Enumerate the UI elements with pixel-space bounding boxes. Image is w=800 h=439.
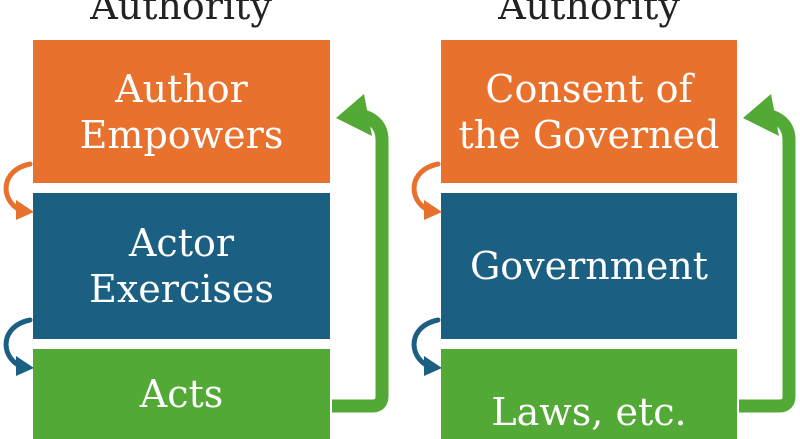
box-actor-exercises-label: Actor Exercises: [89, 221, 274, 311]
box-author-empowers-label: Author Empowers: [79, 66, 284, 157]
box-laws-etc-label: Laws, etc.: [491, 390, 687, 434]
box-acts: Acts: [33, 349, 330, 439]
box-government-label: Government: [469, 244, 709, 288]
left-green-return-arrow: [332, 94, 389, 413]
box-acts-label: Acts: [139, 372, 224, 416]
box-consent-governed: Consent of the Governed: [441, 40, 737, 183]
right-blue-curve-arrow: [411, 317, 442, 376]
left-heading: Authority: [90, 0, 272, 28]
box-laws-etc: Laws, etc.: [441, 349, 737, 439]
box-consent-governed-label: Consent of the Governed: [458, 66, 720, 157]
box-government: Government: [441, 193, 737, 339]
box-author-empowers: Author Empowers: [33, 40, 330, 183]
left-orange-curve-arrow: [3, 161, 34, 220]
right-orange-curve-arrow: [411, 161, 442, 220]
right-green-return-arrow: [739, 94, 796, 413]
right-heading: Authority: [498, 0, 680, 28]
box-actor-exercises: Actor Exercises: [33, 193, 330, 339]
left-blue-curve-arrow: [3, 317, 34, 376]
